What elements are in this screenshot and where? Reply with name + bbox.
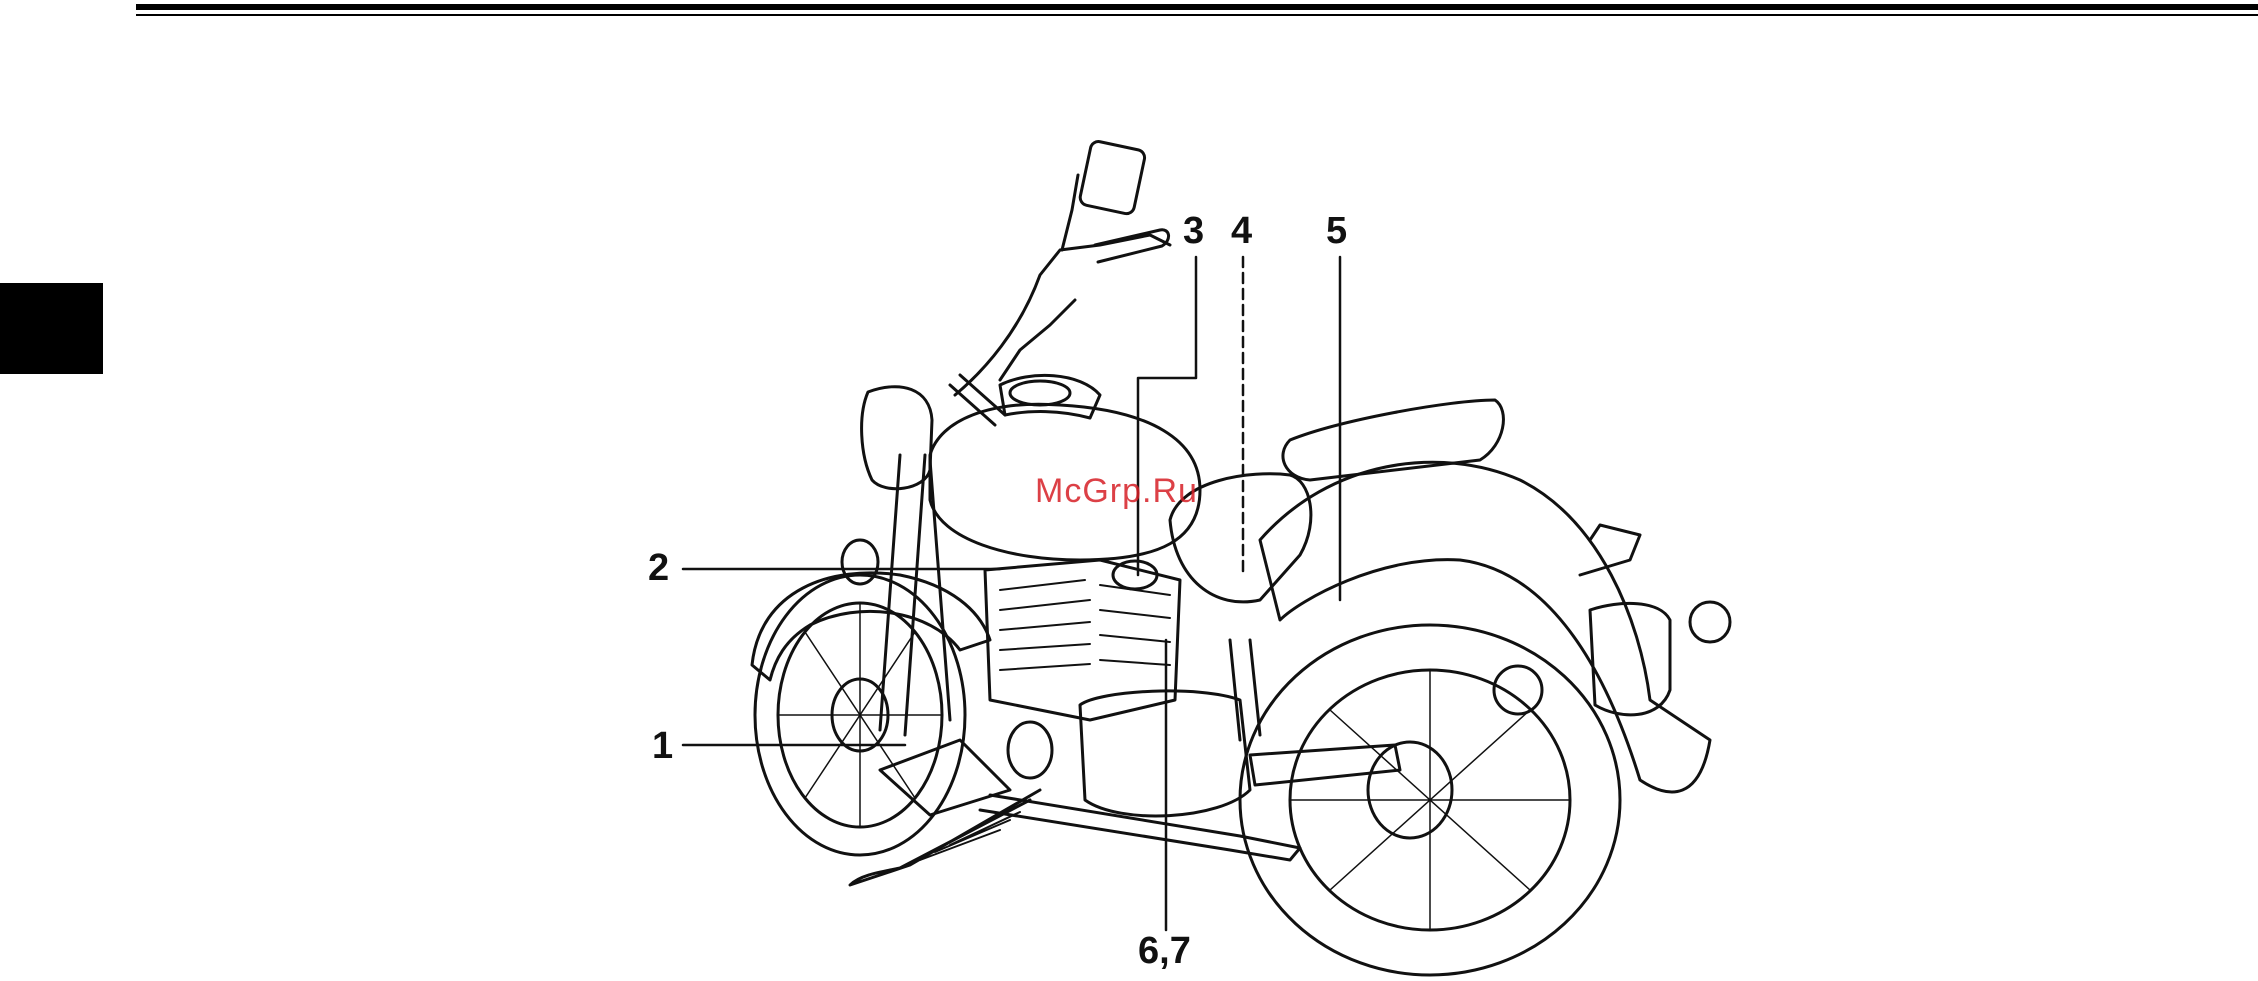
swing-arm — [1250, 745, 1400, 785]
callout-label-2: 2 — [648, 549, 669, 587]
footboard — [880, 740, 1010, 815]
rear-fender — [1260, 462, 1710, 792]
frame-bottom — [980, 795, 1300, 860]
callout-label-4: 4 — [1231, 212, 1252, 250]
rear-shock — [1230, 640, 1260, 740]
callout-label-6-7: 6,7 — [1138, 932, 1191, 970]
callout-label-1: 1 — [652, 727, 673, 765]
rear-wheel — [1240, 625, 1620, 975]
seat — [1170, 400, 1503, 602]
callout-label-3: 3 — [1183, 212, 1204, 250]
side-stand — [850, 790, 1040, 885]
callout-label-5: 5 — [1326, 212, 1347, 250]
tail-light — [1494, 525, 1730, 715]
engine — [985, 560, 1250, 816]
watermark-text: McGrp.Ru — [1035, 472, 1198, 511]
